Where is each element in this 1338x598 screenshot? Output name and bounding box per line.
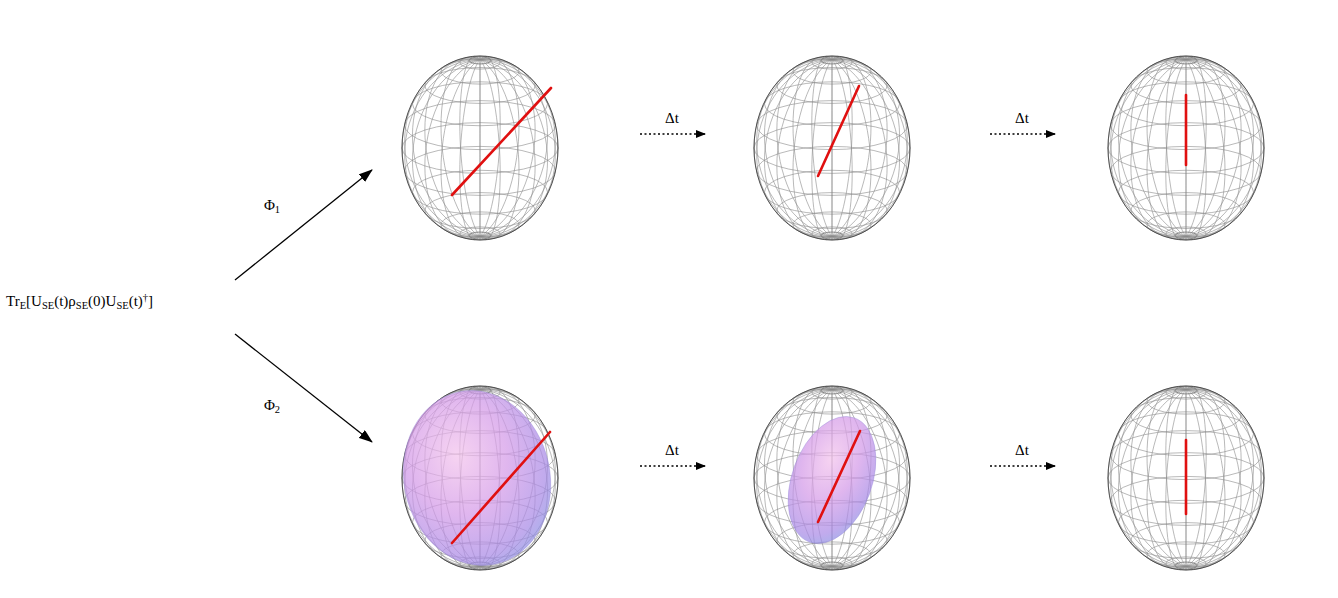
subscript: SE (76, 300, 88, 311)
meridian-line (1166, 386, 1206, 570)
meridian-line (441, 57, 519, 239)
sphere-outline (754, 56, 910, 240)
meridian-line (777, 58, 887, 238)
meridian-line (1111, 389, 1262, 566)
time-arrow (640, 133, 705, 134)
state-segment (818, 86, 859, 176)
bloch-sphere (1108, 386, 1264, 570)
meridian-line (1108, 390, 1264, 567)
time-step-label: Δt (665, 109, 679, 127)
bloch-sphere (754, 56, 910, 240)
state-ellipsoid (387, 377, 566, 580)
meridian-line (1166, 56, 1206, 240)
meridian-line (1118, 59, 1253, 238)
map-arrow (235, 334, 372, 442)
meridian-line (425, 58, 535, 238)
time-arrow (640, 465, 705, 466)
meridian-line (1131, 388, 1241, 568)
state-segment (452, 88, 551, 195)
sphere-outline (402, 56, 558, 240)
meridian-line (1118, 59, 1253, 238)
map-arrow (235, 170, 372, 280)
subscript: SE (42, 300, 54, 311)
meridian-line (1186, 386, 1187, 570)
time-arrow (990, 133, 1055, 134)
subscript: E (20, 300, 26, 311)
meridian-line (1186, 56, 1187, 240)
meridian-line (1108, 60, 1264, 237)
meridian-line (757, 59, 908, 236)
map-label: Φ2 (264, 396, 280, 417)
meridian-line (441, 57, 519, 239)
meridian-line (1166, 56, 1206, 240)
sphere-group (387, 56, 1264, 579)
sphere-outline (1108, 386, 1264, 570)
meridian-line (1147, 387, 1225, 569)
state-segment (452, 432, 550, 543)
subscript: SE (116, 300, 128, 311)
meridian-line (1111, 389, 1262, 566)
meridian-line (793, 57, 871, 239)
meridian-line (764, 389, 899, 568)
map-label: Φ1 (264, 196, 280, 217)
superscript: † (143, 292, 148, 303)
state-ellipsoid (772, 404, 892, 555)
time-step-label: Δt (665, 441, 679, 459)
meridian-line (405, 59, 556, 236)
sphere-outline (754, 386, 910, 570)
bloch-sphere (754, 386, 910, 570)
subscript: 2 (275, 404, 280, 415)
bloch-sphere (387, 377, 566, 580)
time-arrow (990, 465, 1055, 466)
meridian-line (1131, 58, 1241, 238)
meridian-line (1118, 389, 1253, 568)
meridian-line (777, 58, 887, 238)
meridian-line (425, 58, 535, 238)
subscript: 1 (275, 204, 280, 215)
time-step-label: Δt (1015, 441, 1029, 459)
meridian-line (1147, 57, 1225, 239)
meridian-line (764, 59, 899, 238)
time-step-label: Δt (1015, 109, 1029, 127)
meridian-line (1147, 387, 1225, 569)
meridian-line (1111, 59, 1262, 236)
trace-expression: TrE[USE(t)ρSE(0)USE(t)†] (6, 292, 153, 313)
meridian-line (1166, 386, 1206, 570)
meridian-line (757, 389, 908, 566)
meridian-line (754, 390, 910, 567)
meridian-line (405, 59, 556, 236)
meridian-line (757, 59, 908, 236)
sphere-outline (1108, 56, 1264, 240)
meridian-line (1147, 57, 1225, 239)
state-segment (818, 431, 860, 522)
meridian-line (1131, 58, 1241, 238)
meridian-line (1111, 59, 1262, 236)
meridian-line (1131, 388, 1241, 568)
meridian-line (764, 389, 899, 568)
meridian-line (412, 59, 547, 238)
state-segment (1185, 95, 1188, 165)
state-segment (1185, 440, 1188, 514)
meridian-line (412, 59, 547, 238)
meridian-line (1118, 389, 1253, 568)
bloch-sphere (402, 56, 558, 240)
meridian-line (764, 59, 899, 238)
bloch-sphere (1108, 56, 1264, 240)
meridian-line (754, 60, 910, 237)
meridian-line (480, 56, 481, 240)
meridian-line (402, 60, 558, 237)
meridian-line (793, 57, 871, 239)
meridian-line (757, 389, 908, 566)
